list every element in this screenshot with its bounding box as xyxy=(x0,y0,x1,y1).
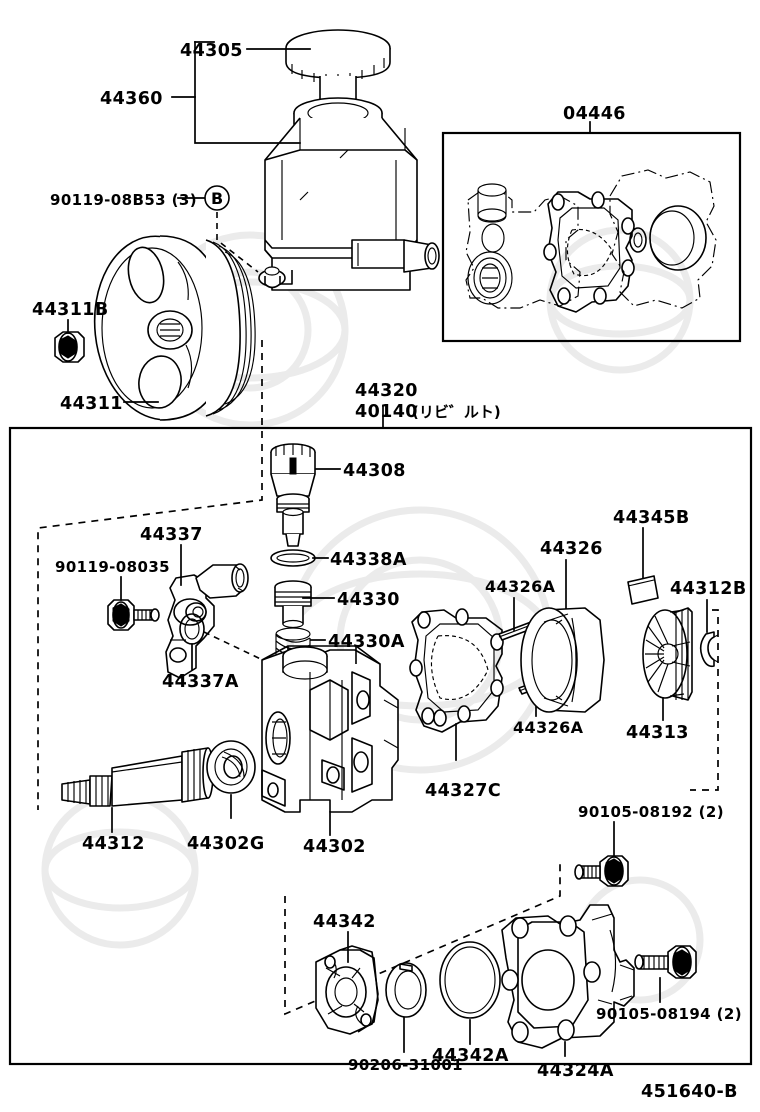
inset-oring-drawing xyxy=(609,169,717,309)
label-44330: 44330 xyxy=(337,590,400,610)
valve-stack-callouts: 44308 44338A 44330 44330A xyxy=(302,461,407,652)
rotor-44313-drawing xyxy=(642,607,693,701)
label-44312: 44312 xyxy=(82,834,145,854)
pump-group-bracket xyxy=(37,340,263,810)
diagram-number: 451640-B xyxy=(641,1082,738,1102)
label-44312B: 44312B xyxy=(670,579,747,599)
label-44313: 44313 xyxy=(626,723,689,743)
snap-ring-90206-31001-drawing xyxy=(385,962,427,1018)
side-plate-callout: 44327C xyxy=(425,723,501,801)
label-44311: 44311 xyxy=(60,394,123,414)
label-44337: 44337 xyxy=(140,525,203,545)
reservoir-assembly-drawing xyxy=(258,29,440,291)
label-44324A: 44324A xyxy=(537,1061,614,1081)
main-assembly-box xyxy=(8,426,753,1066)
rear-cover-callouts: 44342 90206-31001 44342A 44324A 90105-08… xyxy=(313,803,742,1081)
label-44326A-upper: 44326A xyxy=(485,577,556,596)
cam-ring-callout: 44326 xyxy=(540,539,603,609)
label-44327C: 44327C xyxy=(425,781,501,801)
pressure-plate-44342-drawing xyxy=(315,945,379,1035)
label-44342: 44342 xyxy=(313,912,376,932)
valve-44308-drawing xyxy=(270,443,316,547)
rotor-callout: 44313 xyxy=(626,697,689,743)
label-90206-31001: 90206-31001 xyxy=(348,1056,463,1074)
bolt-90105-08194-drawing xyxy=(634,945,697,979)
inset-gasket-drawing xyxy=(543,191,635,313)
inset-box-04446: 04446 xyxy=(441,104,742,343)
shaft-44312-drawing xyxy=(61,747,214,807)
label-44305: 44305 xyxy=(180,41,243,61)
label-44326A-lower: 44326A xyxy=(513,718,584,737)
label-04446: 04446 xyxy=(563,104,626,124)
rear-cover-44324A-drawing xyxy=(501,904,635,1049)
bearing-44302G-drawing xyxy=(206,740,256,794)
reservoir-outlet-pipe-drawing xyxy=(351,239,440,273)
reservoir-callouts: 44305 44360 B 90119-08B53 (3) xyxy=(50,41,311,273)
side-plate-44327C-drawing xyxy=(409,608,504,733)
housing-callout: 44302 xyxy=(303,811,366,857)
label-44360: 44360 xyxy=(100,89,163,109)
bolt-90105-08192-drawing xyxy=(574,855,629,887)
pulley-callouts: 44311B 44311 xyxy=(32,300,159,414)
label-44308: 44308 xyxy=(343,461,406,481)
label-44342A: 44342A xyxy=(432,1046,509,1066)
oring-44338A-drawing xyxy=(270,549,316,567)
clamp-marker-b: B xyxy=(211,189,224,208)
label-44337A: 44337A xyxy=(162,672,239,692)
pump-group-bracket-right xyxy=(690,609,719,791)
label-40140-note: (リビ゛ルト) xyxy=(412,403,501,421)
shaft-callouts: 44312 44302G xyxy=(82,794,265,854)
label-90119-08B53: 90119-08B53 (3) xyxy=(50,191,197,209)
label-90105-08192: 90105-08192 (2) xyxy=(578,803,724,821)
union-bolt-90119-08035-drawing xyxy=(107,599,160,631)
housing-44302-drawing xyxy=(261,645,399,813)
label-40140: 40140 xyxy=(355,402,418,422)
label-44320: 44320 xyxy=(355,381,418,401)
pin-callouts: 44326A 44326A xyxy=(485,577,584,737)
snap-ring-44312B-drawing xyxy=(699,631,719,668)
label-90119-08035: 90119-08035 xyxy=(55,558,170,576)
union-callouts: 44337 90119-08035 44337A xyxy=(55,525,289,692)
snap-ring-callout: 44312B xyxy=(670,579,747,633)
vane-callout: 44345B xyxy=(613,508,690,579)
pulley-nut-drawing xyxy=(54,331,85,363)
main-assembly-title: 44320 40140 (リビ゛ルト) xyxy=(355,381,501,429)
label-90105-08194: 90105-08194 (2) xyxy=(596,1005,742,1023)
label-44302: 44302 xyxy=(303,837,366,857)
label-44311B: 44311B xyxy=(32,300,109,320)
union-44337-drawing xyxy=(165,563,249,679)
label-44338A: 44338A xyxy=(330,550,407,570)
oring-44342A-drawing xyxy=(439,941,501,1019)
cam-ring-44326-drawing xyxy=(520,607,605,713)
label-44302G: 44302G xyxy=(187,834,265,854)
rear-cover-group-bracket xyxy=(284,860,561,1016)
label-44345B: 44345B xyxy=(613,508,690,528)
label-44330A: 44330A xyxy=(328,632,405,652)
inset-housing-drawing xyxy=(465,183,581,309)
label-44326: 44326 xyxy=(540,539,603,559)
reservoir-mount-boss-drawing xyxy=(258,266,293,289)
pulley-drawing xyxy=(93,235,256,421)
vane-44345B-drawing xyxy=(627,575,659,605)
flow-control-44330-drawing xyxy=(274,580,312,629)
